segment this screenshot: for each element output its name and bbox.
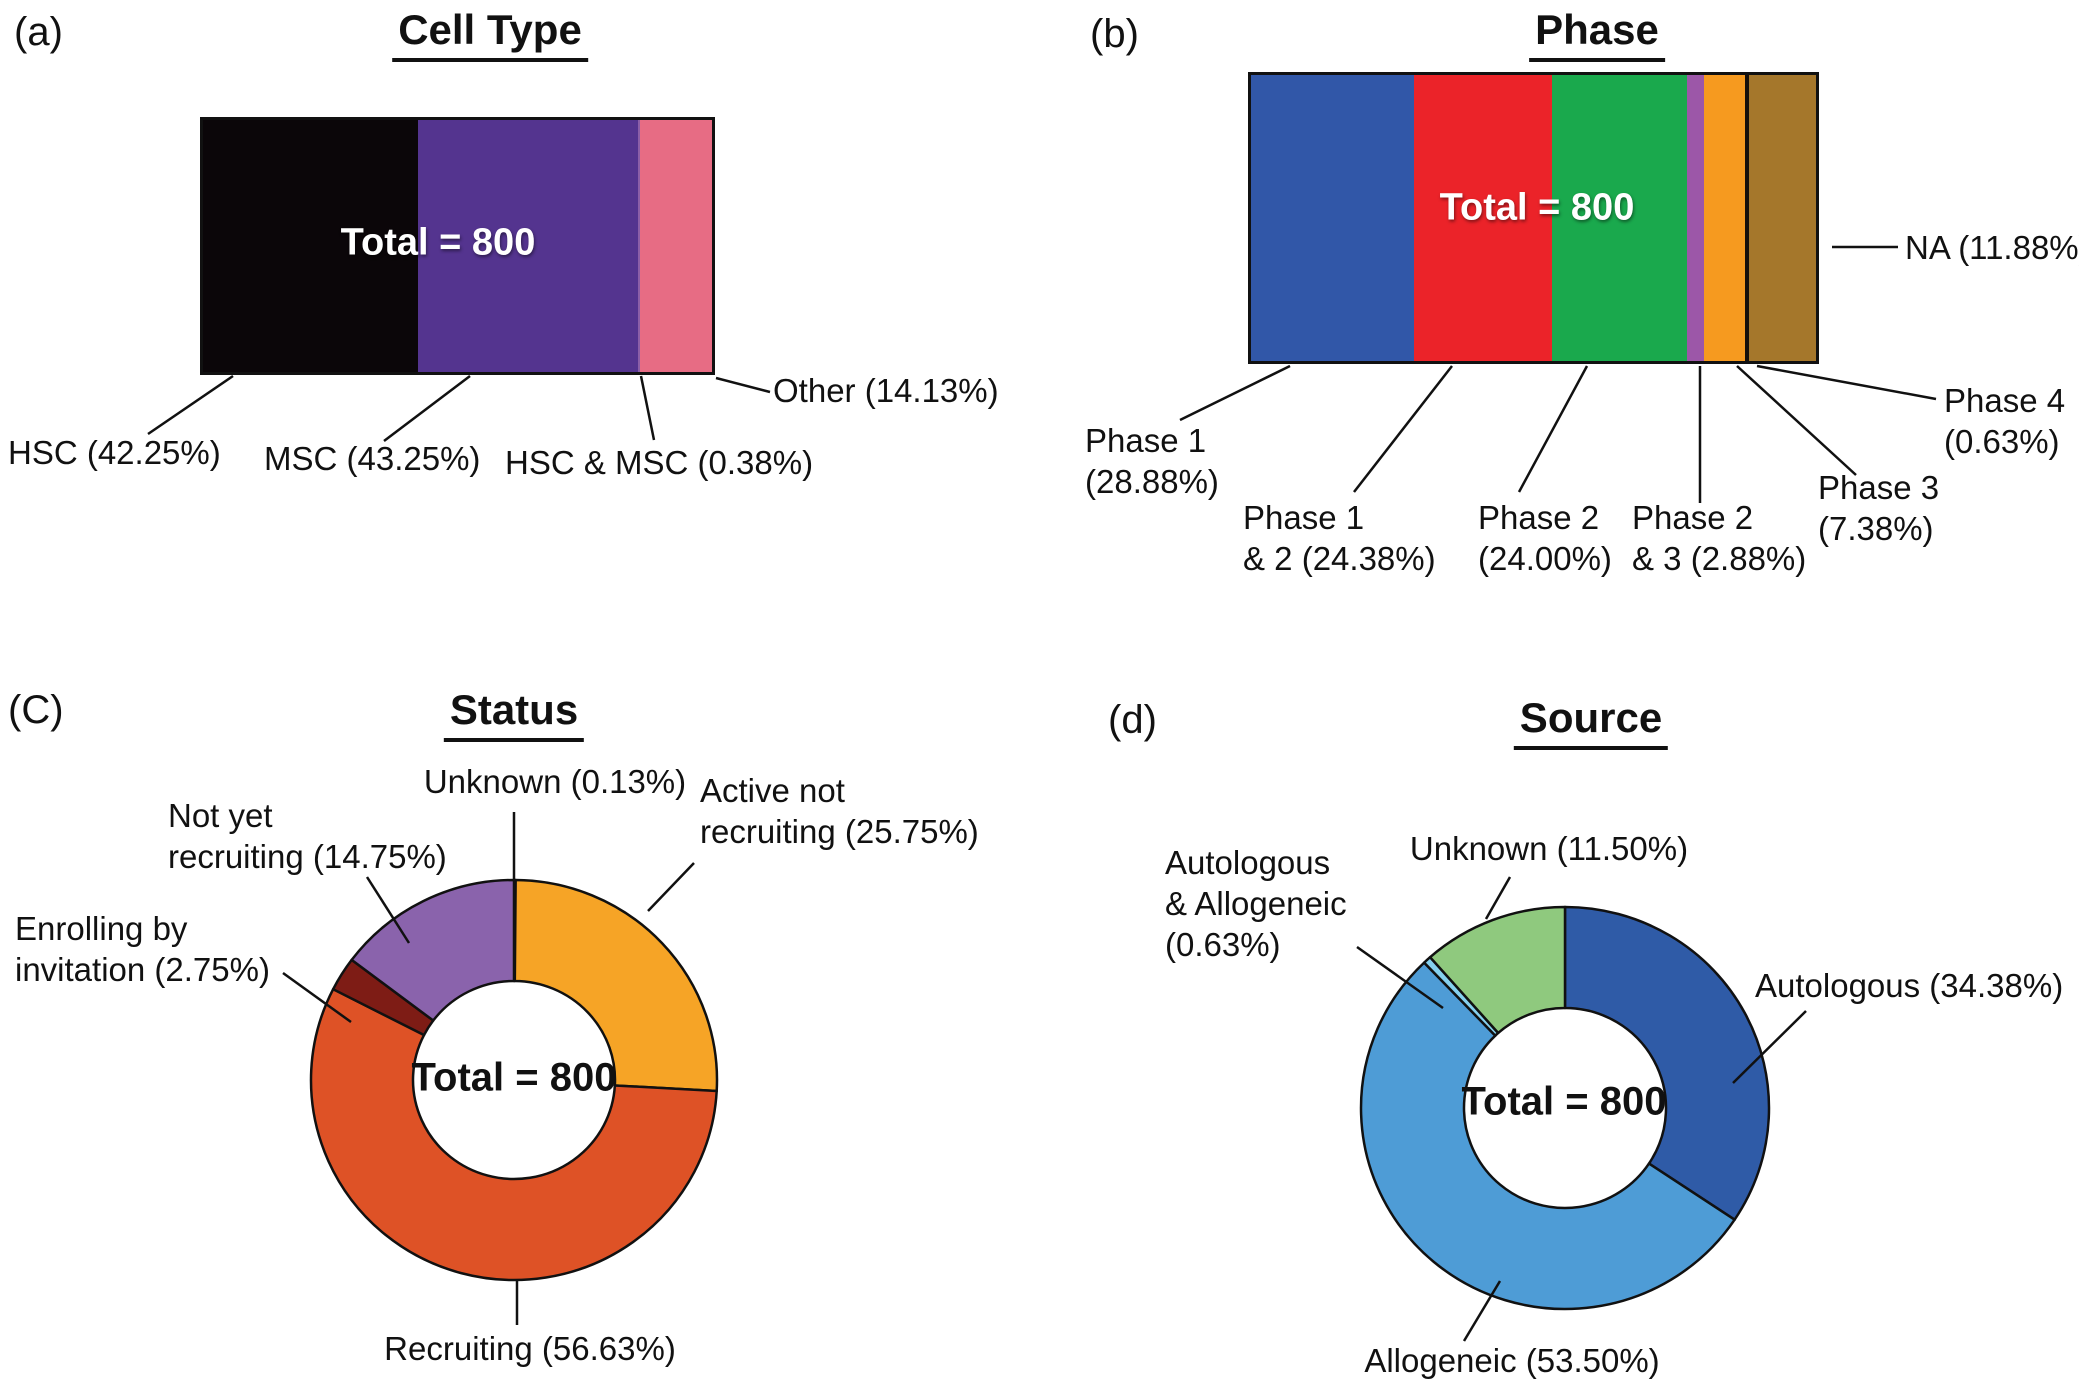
panel-title-status: Status <box>443 686 585 742</box>
callout-label-a-hsc-msc-0-38: HSC & MSC (0.38%) <box>505 442 813 483</box>
stacked-bar-cell-type <box>200 117 715 375</box>
bar-segment-na <box>1748 75 1816 361</box>
callout-label-c-recruiting-56-63: Recruiting (56.63%) <box>384 1328 676 1369</box>
callout-label-a-other-14-13: Other (14.13%) <box>773 370 999 411</box>
total-label-cell-type: Total = 800 <box>340 221 536 264</box>
callout-line: (24.00%) <box>1478 539 1612 577</box>
panel-letter-c: (C) <box>8 688 64 732</box>
total-label-phase: Total = 800 <box>1439 186 1635 229</box>
callout-line: Not yet <box>168 796 273 834</box>
callout-label-b-phase-1-2-24-38: Phase 1& 2 (24.38%) <box>1243 497 1436 579</box>
callout-line: Phase 3 <box>1818 468 1940 506</box>
leader-line-c-2 <box>282 971 352 1024</box>
leader-line-a-1 <box>383 375 471 442</box>
callout-line: Phase 1 <box>1243 498 1365 536</box>
callout-label-a-msc-43-25: MSC (43.25%) <box>264 438 480 479</box>
leader-line-b-4 <box>1736 365 1857 476</box>
panel-title-source: Source <box>1513 694 1669 750</box>
leader-line-d-3 <box>1462 1280 1502 1342</box>
donut-slice-autologous <box>1563 905 1771 1221</box>
callout-line: (0.63%) <box>1944 422 2060 460</box>
panel-letter-d: (d) <box>1108 698 1157 742</box>
leader-line-b-5 <box>1756 364 1937 401</box>
callout-label-b-na-11-88: NA (11.88%) <box>1905 227 2079 268</box>
leader-line-b-1 <box>1353 365 1453 493</box>
callout-label-d-autologous-allogeneic-0-63: Autologous& Allogeneic(0.63%) <box>1165 842 1347 965</box>
bar-segment-hsc-msc <box>638 120 641 372</box>
callout-line: Phase 2 <box>1632 498 1754 536</box>
panel-title-cell-type: Cell Type <box>392 6 588 62</box>
leader-line-c-3 <box>647 862 695 912</box>
callout-line: (28.88%) <box>1085 462 1219 500</box>
callout-label-b-phase-2-24-00: Phase 2(24.00%) <box>1478 497 1612 579</box>
leader-line-d-2 <box>1732 1010 1807 1084</box>
panel-letter-a: (a) <box>14 10 63 54</box>
panel-letter-b: (b) <box>1090 12 1139 56</box>
donut-slice-unknown <box>1428 905 1567 1035</box>
callout-line: Phase 4 <box>1944 381 2066 419</box>
total-label-status: Total = 800 <box>411 1055 617 1100</box>
callout-line: Phase 2 <box>1478 498 1600 536</box>
bar-segment-phase-1 <box>1251 75 1415 361</box>
callout-line: HSC & MSC (0.38%) <box>505 443 814 481</box>
stacked-bar-phase <box>1248 72 1819 364</box>
callout-line: Autologous <box>1165 843 1331 881</box>
bar-segment-hsc <box>203 120 419 372</box>
callout-line: Unknown (0.13%) <box>423 762 687 800</box>
callout-line: & 3 (2.88%) <box>1632 539 1807 577</box>
callout-label-d-autologous-34-38: Autologous (34.38%) <box>1755 965 2063 1006</box>
callout-line: recruiting (14.75%) <box>168 837 447 875</box>
callout-label-a-hsc-42-25: HSC (42.25%) <box>8 432 221 473</box>
callout-line: (0.63%) <box>1165 925 1281 963</box>
callout-line: invitation (2.75%) <box>15 950 270 988</box>
callout-line: Other (14.13%) <box>773 371 999 409</box>
callout-line: Autologous (34.38%) <box>1755 966 2064 1004</box>
leader-line-d-0 <box>1484 876 1512 920</box>
leader-line-d-1 <box>1356 945 1444 1010</box>
bar-segment-phase-2-3 <box>1687 75 1704 361</box>
callout-line: MSC (43.25%) <box>264 439 481 477</box>
bar-segment-phase-2 <box>1551 75 1688 361</box>
leader-line-b-0 <box>1179 364 1291 422</box>
leader-line-a-0 <box>147 374 234 436</box>
callout-line: Recruiting (56.63%) <box>384 1329 676 1367</box>
callout-line: Active not <box>700 771 845 809</box>
callout-label-b-phase-4-0-63: Phase 4(0.63%) <box>1944 380 2065 462</box>
leader-line-a-3 <box>715 376 771 394</box>
callout-line: recruiting (25.75%) <box>700 812 979 850</box>
leader-line-b-2 <box>1517 365 1589 493</box>
callout-line: Allogeneic (53.50%) <box>1364 1341 1660 1379</box>
callout-label-d-allogeneic-53-50: Allogeneic (53.50%) <box>1364 1340 1659 1381</box>
callout-label-d-unknown-11-50: Unknown (11.50%) <box>1410 828 1688 869</box>
callout-line: & 2 (24.38%) <box>1243 539 1436 577</box>
callout-line: Unknown (11.50%) <box>1409 829 1689 867</box>
callout-line: & Allogeneic <box>1165 884 1347 922</box>
bar-segment-msc <box>418 120 639 372</box>
total-label-source: Total = 800 <box>1461 1079 1667 1124</box>
bar-segment-phase-3 <box>1703 75 1746 361</box>
callout-line: HSC (42.25%) <box>8 433 221 471</box>
bar-segment-other <box>640 120 713 372</box>
leader-line-a-2 <box>639 375 656 441</box>
callout-line: (7.38%) <box>1818 509 1934 547</box>
bar-segment-phase-1-2 <box>1414 75 1552 361</box>
donut-slice-active-not-recruiting <box>513 878 719 1093</box>
callout-line: Enrolling by <box>15 909 188 947</box>
donut-slice-recruiting <box>309 987 718 1282</box>
panel-title-phase: Phase <box>1529 6 1665 62</box>
callout-line: NA (11.88%) <box>1905 228 2079 266</box>
bar-segment-phase-4 <box>1745 75 1749 361</box>
callout-label-b-phase-3-7-38: Phase 3(7.38%) <box>1818 467 1939 549</box>
leader-line-c-1 <box>365 876 411 944</box>
callout-label-b-phase-1-28-88: Phase 1(28.88%) <box>1085 420 1219 502</box>
donut-slice-allogeneic <box>1359 961 1736 1311</box>
callout-label-c-unknown-0-13: Unknown (0.13%) <box>424 761 686 802</box>
callout-label-b-phase-2-3-2-88: Phase 2& 3 (2.88%) <box>1632 497 1806 579</box>
callout-line: Phase 1 <box>1085 421 1207 459</box>
